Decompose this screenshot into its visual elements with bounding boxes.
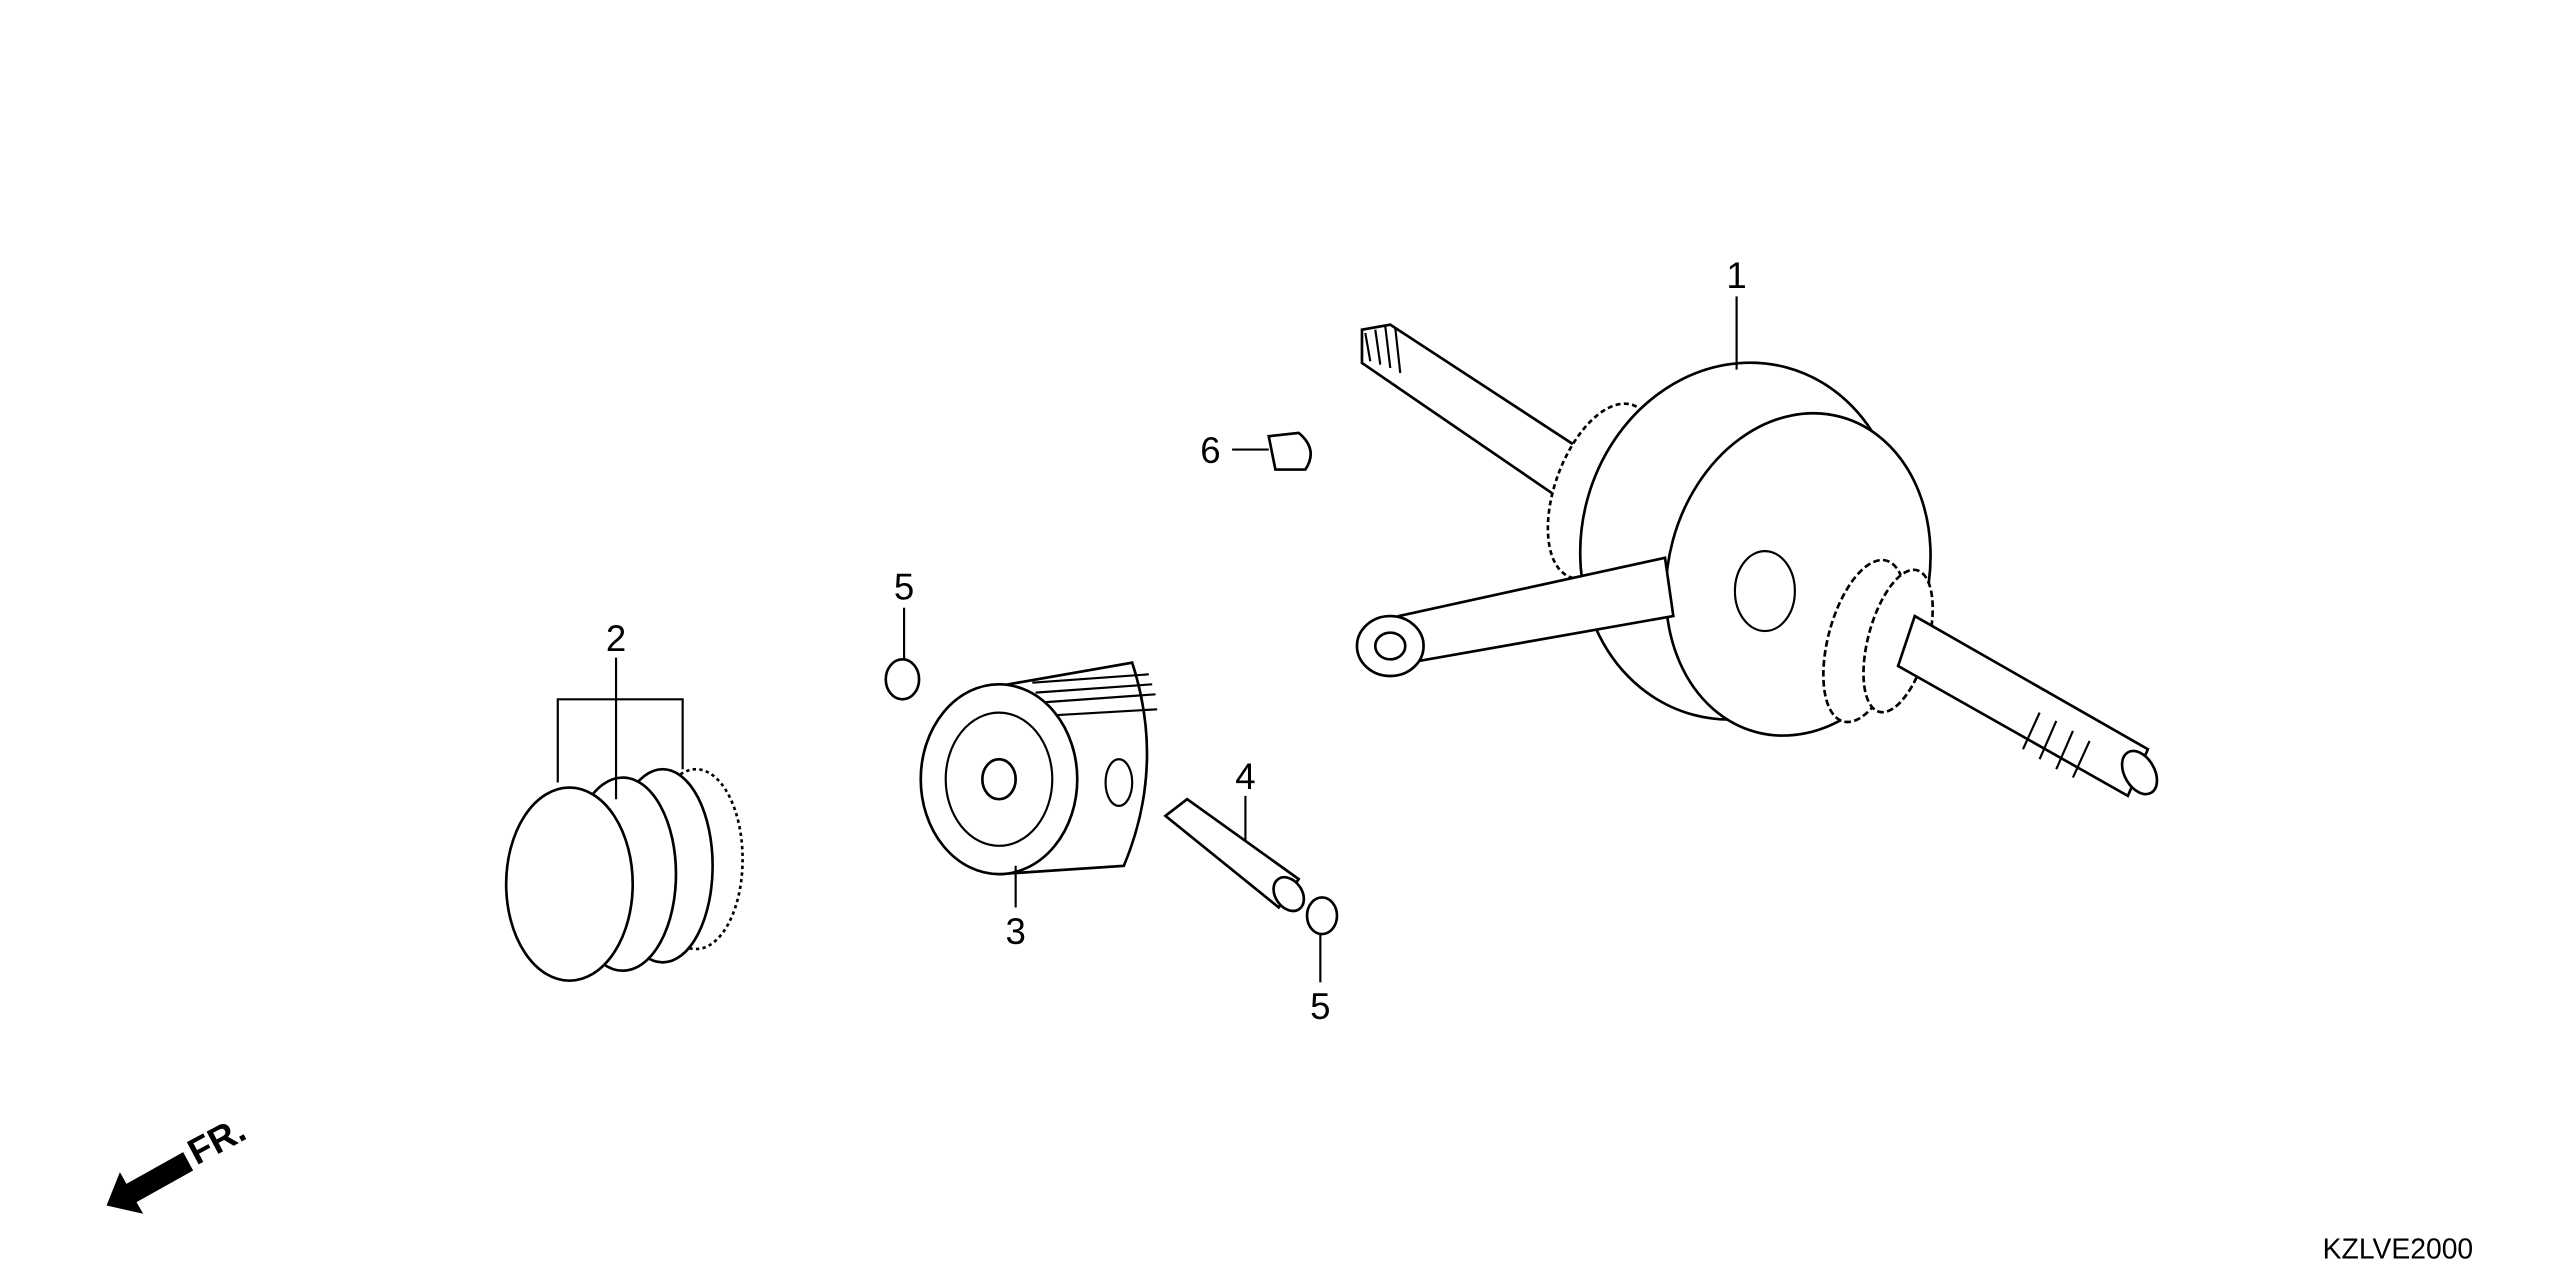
callout-1: 1 <box>1726 255 1746 296</box>
callout-5-top: 5 <box>894 566 914 607</box>
crankshaft[interactable] <box>1355 323 2164 801</box>
svg-text:FR.: FR. <box>181 1109 252 1173</box>
piston-pin[interactable] <box>1163 797 1311 917</box>
pin-clip-top[interactable] <box>884 658 921 701</box>
front-direction-indicator: FR. <box>106 1109 252 1214</box>
callout-4: 4 <box>1235 756 1255 797</box>
piston[interactable] <box>919 661 1158 876</box>
woodruff-key[interactable] <box>1267 431 1312 471</box>
callout-3: 3 <box>1005 911 1025 952</box>
callout-5-bottom: 5 <box>1310 986 1330 1027</box>
diagram-code: KZLVE2000 <box>2323 1233 2474 1265</box>
piston-ring-set[interactable] <box>504 767 744 983</box>
front-arrow-icon <box>106 1152 194 1214</box>
callout-6: 6 <box>1200 430 1220 471</box>
callout-2: 2 <box>606 618 626 659</box>
leader-lines <box>556 296 1738 983</box>
pin-clip-bottom[interactable] <box>1305 896 1339 936</box>
